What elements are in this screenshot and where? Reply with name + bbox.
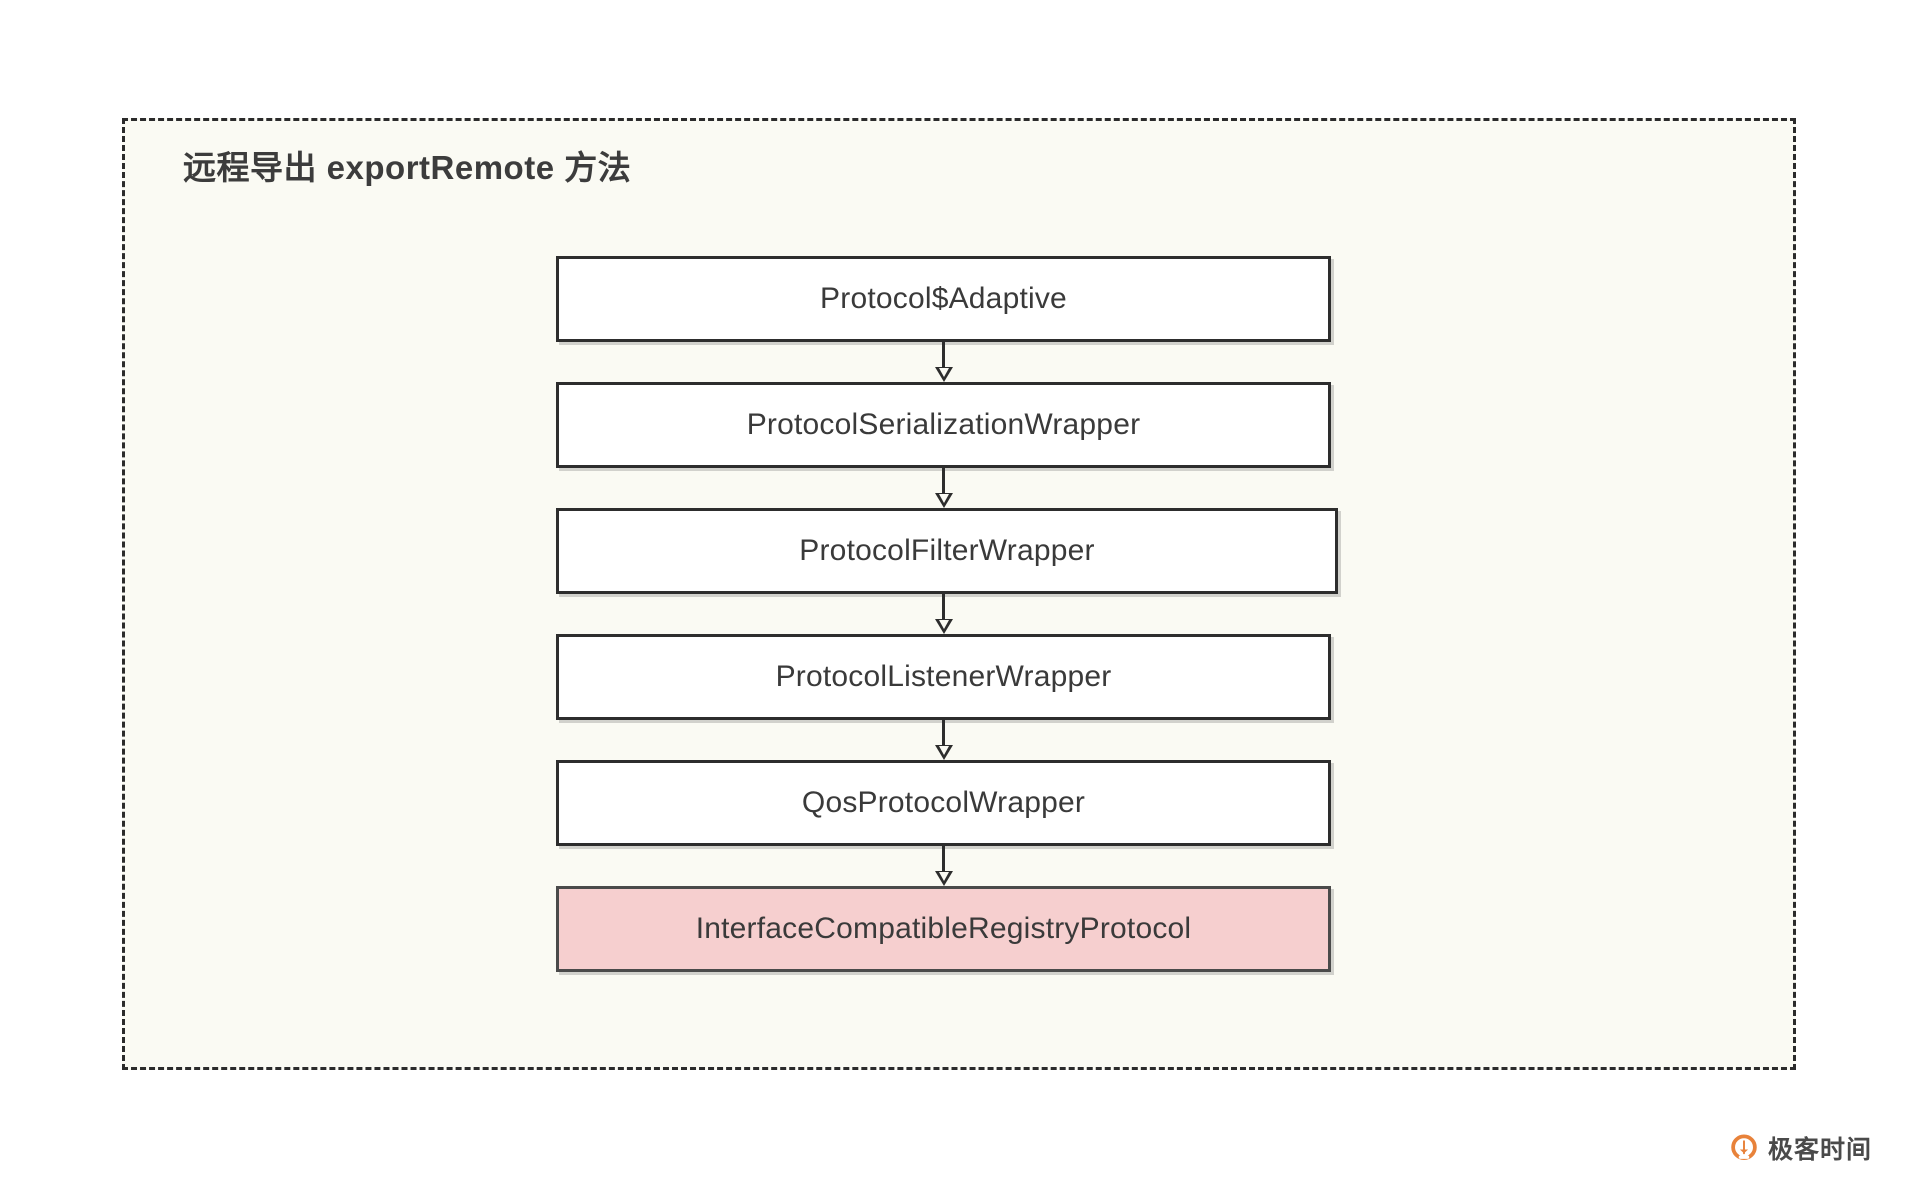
arrow-head-inner-icon [938,494,949,503]
flow-node-label: QosProtocolWrapper [801,786,1086,819]
watermark: 极客时间 [1729,1130,1872,1166]
flow-node-protocol-serialization-wrapper[interactable]: ProtocolSerializationWrapper [556,382,1331,468]
arrow-connector-5 [556,846,1331,886]
arrow-stem-icon [942,342,945,370]
flow-node-protocol-filter-wrapper[interactable]: ProtocolFilterWrapper [556,508,1338,594]
flow-node-label: InterfaceCompatibleRegistryProtocol [695,912,1192,945]
flow-node-protocol-listener-wrapper[interactable]: ProtocolListenerWrapper [556,634,1331,720]
flow-node-qos-protocol-wrapper[interactable]: QosProtocolWrapper [556,760,1331,846]
arrow-stem-icon [942,468,945,496]
arrow-stem-icon [942,720,945,748]
flow-node-column: Protocol$Adaptive ProtocolSerializationW… [556,256,1346,972]
arrow-head-inner-icon [938,872,949,881]
flow-node-label: ProtocolFilterWrapper [799,534,1095,567]
arrow-connector-1 [556,342,1331,382]
group-title: 远程导出 exportRemote 方法 [183,149,632,186]
arrow-connector-4 [556,720,1331,760]
arrow-head-inner-icon [938,746,949,755]
arrow-head-inner-icon [938,368,949,377]
flow-node-label: ProtocolSerializationWrapper [746,408,1141,441]
arrow-stem-icon [942,846,945,874]
watermark-text: 极客时间 [1767,1136,1872,1164]
arrow-connector-3 [556,594,1331,634]
arrow-stem-icon [942,594,945,622]
arrow-connector-2 [556,468,1331,508]
flow-node-protocol-adaptive[interactable]: Protocol$Adaptive [556,256,1331,342]
geektime-ring-logo-icon [1731,1134,1757,1160]
flow-node-label: ProtocolListenerWrapper [775,660,1112,693]
flow-node-interface-compatible-registry-protocol[interactable]: InterfaceCompatibleRegistryProtocol [556,886,1331,972]
dashed-group-container: 远程导出 exportRemote 方法 Protocol$Adaptive P… [122,118,1796,1070]
arrow-head-inner-icon [938,620,949,629]
flow-node-label: Protocol$Adaptive [820,282,1067,315]
